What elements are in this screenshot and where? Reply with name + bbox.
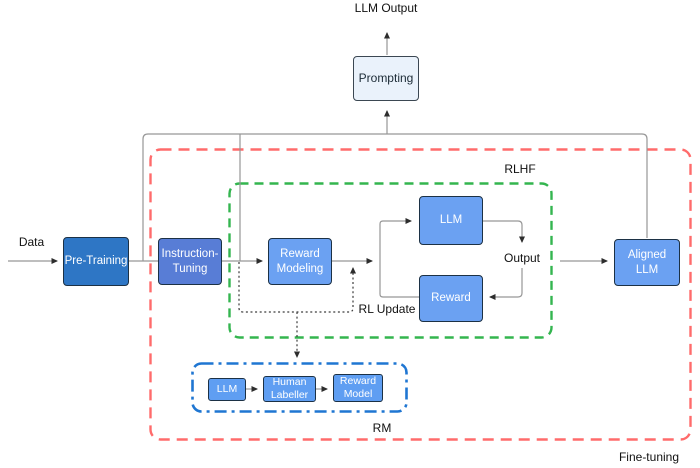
node-human-labeller: Human Labeller xyxy=(263,376,316,402)
data-input-label: Data xyxy=(18,235,45,249)
edge-llm-to-output xyxy=(483,220,525,243)
node-llm-rl-label: LLM xyxy=(439,214,463,227)
node-reward-model: Reward Model xyxy=(333,374,383,402)
rl-update-label: RL Update xyxy=(358,302,416,316)
node-reward-modeling: Reward Modeling xyxy=(268,238,332,285)
node-prompting-label: Prompting xyxy=(358,71,414,85)
rm-group-label: RM xyxy=(372,421,392,435)
node-pre-training: Pre-Training xyxy=(63,237,129,286)
node-llm-rm-label: LLM xyxy=(216,382,238,395)
rm-group-outline xyxy=(191,362,408,413)
node-reward: Reward xyxy=(419,275,483,322)
node-reward-label: Reward xyxy=(431,292,471,305)
rlhf-group-outline xyxy=(228,182,553,339)
node-human-labeller-label: Human Labeller xyxy=(270,375,309,401)
edge-reward-loop-to-llm xyxy=(379,218,419,298)
fine-tuning-group-outline xyxy=(149,148,692,441)
node-pre-training-label: Pre-Training xyxy=(64,255,128,268)
node-reward-modeling-label: Reward Modeling xyxy=(276,248,324,275)
edge-top-route xyxy=(142,133,648,261)
output-label: Output xyxy=(503,251,541,265)
node-aligned-llm-label: Aligned LLM xyxy=(627,249,667,276)
fine-tuning-group-label: Fine-tuning xyxy=(618,450,680,464)
node-instruction-tuning: Instruction-Tuning xyxy=(158,238,222,285)
node-llm-rl: LLM xyxy=(419,196,483,245)
node-prompting: Prompting xyxy=(353,56,419,101)
edge-rl-update-dotted xyxy=(238,262,356,313)
rlhf-group-label: RLHF xyxy=(504,162,536,176)
node-llm-rm: LLM xyxy=(208,378,246,401)
edge-output-to-reward xyxy=(489,268,523,300)
node-instruction-tuning-label: Instruction-Tuning xyxy=(161,248,219,275)
llm-output-label: LLM Output xyxy=(354,1,418,15)
node-reward-model-label: Reward Model xyxy=(339,374,377,400)
node-aligned-llm: Aligned LLM xyxy=(614,239,680,286)
